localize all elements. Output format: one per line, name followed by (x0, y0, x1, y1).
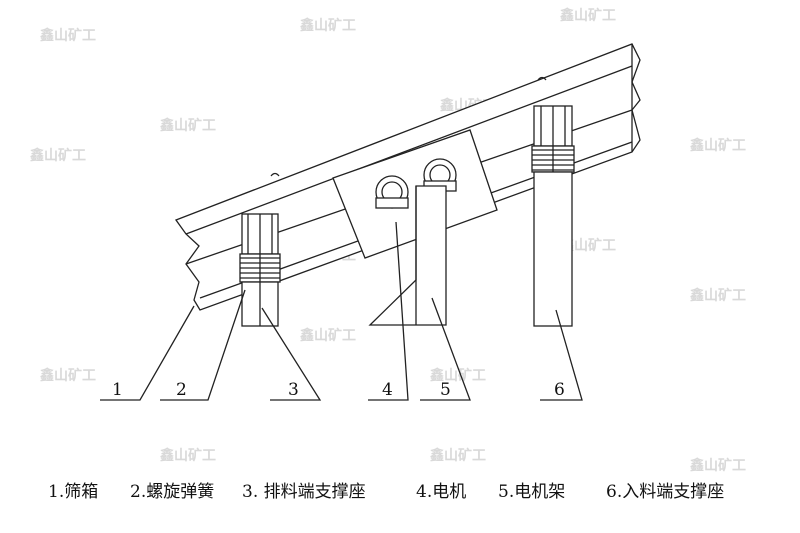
legend-item-feed-support: 6.入料端支撑座 (606, 482, 724, 502)
discharge-support-base (241, 281, 279, 327)
watermark: 鑫山矿工 (159, 117, 216, 134)
callout-1: 1 (112, 380, 123, 400)
watermark: 鑫山矿工 (299, 327, 356, 344)
watermark: 鑫山矿工 (39, 367, 96, 384)
coil-spring (239, 253, 281, 283)
discharge-support (241, 213, 279, 255)
callout-2: 2 (176, 380, 187, 400)
watermark: 鑫山矿工 (689, 137, 746, 154)
legend: 1.筛箱 2.螺旋弹簧 3. 排料端支撑座 4.电机 5.电机架 6.入料端支撑… (48, 482, 724, 502)
watermark: 鑫山矿工 (559, 7, 616, 24)
watermark: 鑫山矿工 (559, 237, 616, 254)
watermark: 鑫山矿工 (39, 27, 96, 44)
legend-item-coil-spring: 2.螺旋弹簧 (130, 482, 214, 502)
motor-plate (332, 129, 498, 259)
motor-frame (368, 185, 447, 326)
callout-5: 5 (440, 380, 451, 400)
watermark: 鑫山矿工 (159, 447, 216, 464)
watermark: 鑫山矿工 (429, 367, 486, 384)
watermark: 鑫山矿工 (429, 447, 486, 464)
callout-4: 4 (382, 380, 393, 400)
callout-3: 3 (288, 380, 299, 400)
watermark: 鑫山矿工 (299, 17, 356, 34)
watermark: 鑫山矿工 (29, 147, 86, 164)
watermark: 鑫山矿工 (689, 457, 746, 474)
watermark: 鑫山矿工 (689, 287, 746, 304)
callout-6: 6 (554, 380, 565, 400)
feed-support (531, 105, 575, 327)
legend-item-screen-box: 1.筛箱 (48, 482, 98, 502)
legend-item-discharge-support: 3. 排料端支撑座 (242, 482, 366, 502)
leader-lines (100, 221, 583, 401)
legend-item-motor: 4.电机 (416, 482, 466, 502)
legend-item-motor-frame: 5.电机架 (498, 482, 565, 502)
